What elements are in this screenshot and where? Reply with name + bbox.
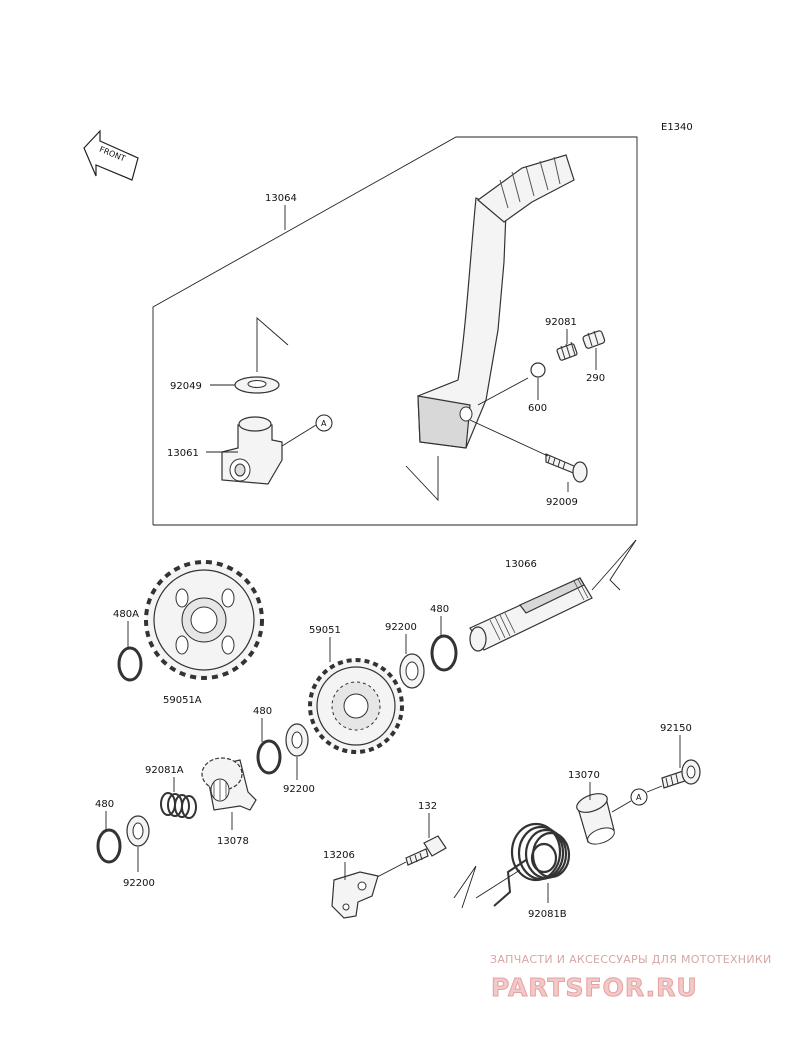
front-arrow-icon: FRONT [83,129,139,181]
guide-13070 [576,793,615,845]
label-13064: 13064 [265,193,297,204]
bolt-132 [405,835,447,866]
spring-92081b [493,822,571,907]
gear-59051 [308,658,404,754]
label-13066: 13066 [505,559,537,570]
label-92049: 92049 [170,381,202,392]
spring-92081a [160,792,197,819]
label-92200-middle: 92200 [283,784,315,795]
plug-290 [582,330,606,349]
ref-circle-a-lower: A [630,788,648,806]
washer-92200-shaft [399,653,425,689]
plate-13206 [331,871,379,919]
circlip-480-lower [96,828,122,864]
watermark-tagline: ЗАПЧАСТИ И АКСЕССУАРЫ ДЛЯ МОТОТЕХНИКИ [490,953,772,966]
label-92200-lower: 92200 [123,878,155,889]
washer-92049 [234,317,289,394]
label-480-shaft: 480 [430,604,449,615]
circlip-480-middle [256,739,282,775]
label-13061: 13061 [167,448,199,459]
spring-92081 [556,341,578,361]
label-92009: 92009 [546,497,578,508]
label-92200-shaft: 92200 [385,622,417,633]
label-92081: 92081 [545,317,577,328]
bolt-92150 [661,759,701,789]
ref-circle-a-upper: A [315,414,333,432]
circlip-480-shaft [430,634,458,672]
shaft-13066 [469,577,593,652]
boss-13061 [221,416,283,485]
bolt-92009 [545,453,588,483]
label-480a: 480A [113,609,139,620]
label-92150: 92150 [660,723,692,734]
circlip-480a [117,646,143,682]
svg-text:A: A [321,419,327,428]
diagram-code: E1340 [661,122,693,133]
label-59051a: 59051A [163,695,202,706]
label-92081a: 92081A [145,765,184,776]
label-59051: 59051 [309,625,341,636]
label-480-middle: 480 [253,706,272,717]
label-13078: 13078 [217,836,249,847]
label-13070: 13070 [568,770,600,781]
watermark-logo: PARTSFOR.RU [491,973,698,1002]
label-290: 290 [586,373,605,384]
gear-59051a [144,560,264,680]
washer-92200-lower [126,815,150,847]
pedal-leader-line [405,456,439,502]
ratchet-13078 [201,757,257,811]
label-92081b: 92081B [528,909,567,920]
kick-pedal-arm [417,154,575,449]
svg-text:A: A [636,793,642,802]
washer-92200-middle [285,723,309,757]
kick-pedal-assembly-frame [152,136,638,526]
label-480-lower: 480 [95,799,114,810]
label-600: 600 [528,403,547,414]
ball-600 [530,362,546,378]
label-13206: 13206 [323,850,355,861]
label-132: 132 [418,801,437,812]
